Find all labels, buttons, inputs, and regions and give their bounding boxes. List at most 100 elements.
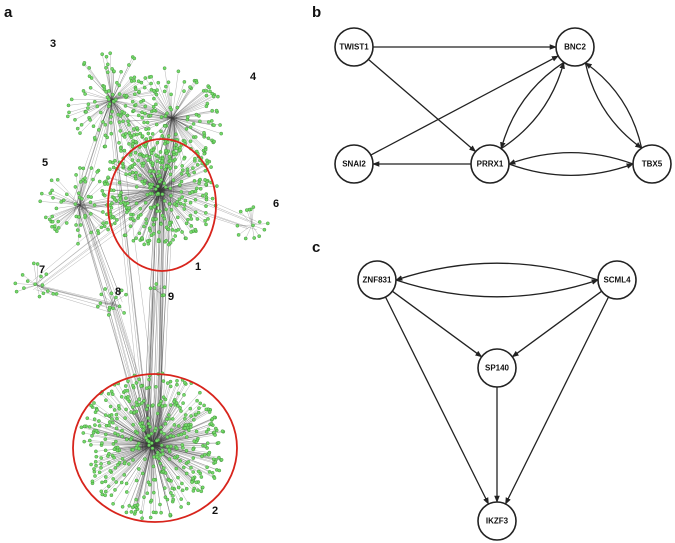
network-node xyxy=(173,157,177,162)
network-node xyxy=(103,182,107,186)
network-edge xyxy=(124,150,161,191)
network-node xyxy=(150,132,155,136)
inter-cluster-edge xyxy=(81,201,157,439)
network-node xyxy=(177,183,182,187)
inter-cluster-edge xyxy=(111,103,159,198)
edge-scml4-to-sp140 xyxy=(511,290,603,358)
network-node xyxy=(187,428,191,433)
network-edge xyxy=(151,444,208,468)
network-node xyxy=(162,181,166,186)
network-edge xyxy=(79,204,103,213)
network-node xyxy=(198,390,202,395)
network-node xyxy=(122,148,127,153)
network-node xyxy=(151,464,156,469)
network-edge xyxy=(160,117,173,153)
network-node xyxy=(204,89,209,93)
network-node xyxy=(148,286,153,291)
node-bnc2-circle xyxy=(555,27,595,67)
network-node xyxy=(184,221,189,226)
network-edge xyxy=(105,434,153,446)
cluster-label-5: 5 xyxy=(42,157,48,169)
network-node xyxy=(100,480,104,485)
network-node xyxy=(50,219,55,224)
network-node xyxy=(106,70,110,74)
network-node xyxy=(196,410,201,415)
network-node xyxy=(147,385,152,390)
network-node xyxy=(103,448,108,453)
network-node xyxy=(89,230,93,235)
network-node xyxy=(41,291,46,296)
network-node xyxy=(213,433,217,437)
network-node xyxy=(203,169,208,173)
network-node xyxy=(212,476,217,480)
network-node xyxy=(198,187,203,191)
inter-cluster-edge xyxy=(157,194,164,454)
network-node xyxy=(202,403,206,408)
network-edge xyxy=(151,434,216,446)
network-edge xyxy=(151,150,161,191)
network-edge xyxy=(71,99,113,101)
network-node xyxy=(89,403,93,408)
network-node xyxy=(85,416,90,420)
network-node xyxy=(155,450,160,455)
panel-a-label: a xyxy=(4,4,13,21)
node-snai2-label: SNAI2 xyxy=(342,160,366,169)
network-node xyxy=(100,52,104,56)
network-edge xyxy=(171,103,208,119)
network-node xyxy=(131,238,136,243)
network-node xyxy=(146,131,151,136)
network-node xyxy=(172,423,177,427)
inter-cluster-edge xyxy=(76,97,111,201)
network-node xyxy=(147,443,151,448)
network-node xyxy=(176,69,181,74)
network-node xyxy=(82,439,86,444)
network-node xyxy=(94,463,98,468)
network-node xyxy=(184,486,189,491)
network-node xyxy=(175,146,179,151)
network-edge xyxy=(151,441,195,446)
network-node xyxy=(87,425,92,429)
network-node xyxy=(97,424,102,428)
network-node xyxy=(257,234,261,238)
network-node xyxy=(236,233,241,237)
network-edge xyxy=(171,106,207,119)
network-node xyxy=(159,399,163,403)
network-edge xyxy=(151,432,215,446)
network-edge xyxy=(171,117,214,143)
network-node xyxy=(194,429,199,434)
network-edge xyxy=(111,99,135,135)
network-edge xyxy=(111,76,150,101)
network-edge xyxy=(56,204,81,232)
network-node xyxy=(146,480,151,485)
network-node xyxy=(119,190,123,195)
network-nodes xyxy=(13,51,270,520)
network-node xyxy=(152,204,157,209)
network-node xyxy=(156,80,161,85)
network-node xyxy=(172,455,177,460)
inter-cluster-edge xyxy=(39,182,166,282)
network-node xyxy=(140,471,145,476)
network-edge xyxy=(79,199,115,206)
network-node xyxy=(111,165,116,170)
network-node xyxy=(143,104,148,109)
network-edge xyxy=(171,117,185,142)
network-node xyxy=(162,466,166,470)
network-node xyxy=(117,406,121,411)
network-node xyxy=(124,172,128,176)
network-edge xyxy=(76,204,81,217)
network-node xyxy=(132,162,137,166)
network-edge xyxy=(111,99,121,131)
network-node xyxy=(122,473,127,477)
network-node xyxy=(134,381,139,385)
network-node xyxy=(94,429,99,433)
network-node xyxy=(204,407,209,412)
network-edge xyxy=(171,117,196,138)
network-node xyxy=(184,423,188,427)
network-node xyxy=(61,198,66,203)
network-node xyxy=(86,102,91,106)
inter-cluster-edge xyxy=(107,99,144,445)
network-node xyxy=(129,212,133,217)
network-node xyxy=(175,382,179,387)
network-edge xyxy=(105,444,153,478)
